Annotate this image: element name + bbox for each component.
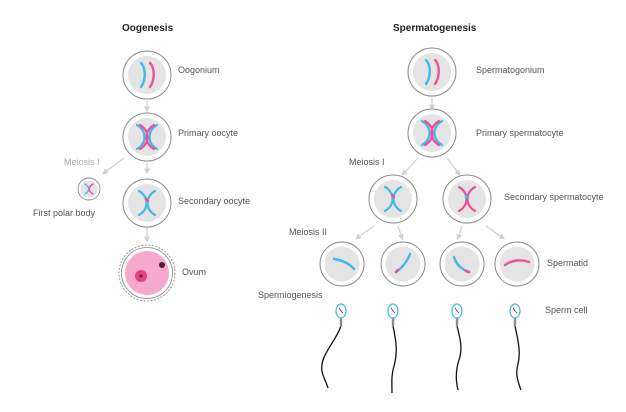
oogenesis-title: Oogenesis xyxy=(122,23,174,34)
spermatid-4-cell xyxy=(494,241,540,287)
arrow-primary-to-secondary-right xyxy=(446,157,461,176)
first-polar-body-cell xyxy=(77,177,101,201)
spermatogonium-cell xyxy=(407,47,457,97)
spermatid-label: Spermatid xyxy=(547,258,589,268)
spermatogenesis-meiosis-i-label: Meiosis I xyxy=(349,157,385,167)
spermatid-2-cell xyxy=(380,241,426,287)
sperm-cell-3 xyxy=(451,303,463,391)
spermatid-3-cell xyxy=(439,241,485,287)
chromosome-blue xyxy=(139,61,146,89)
secondary-oocyte-label: Secondary oocyte xyxy=(178,196,251,206)
spermiogenesis-label: Spermiogenesis xyxy=(258,290,323,300)
secondary-spermatocyte-right-cell xyxy=(442,174,492,224)
arrow-primary-to-secondary-left xyxy=(401,157,419,176)
sperm-cell-4 xyxy=(509,303,522,391)
primary-spermatocyte-label: Primary spermatocyte xyxy=(476,128,564,138)
sperm-cell-2 xyxy=(387,303,399,394)
chromosome-pink xyxy=(148,61,155,89)
arrow-secondary-left-to-spermatid-2 xyxy=(397,225,404,241)
primary-spermatocyte-cell xyxy=(407,108,457,158)
polar-body xyxy=(159,262,165,268)
sperm-cell-1 xyxy=(321,303,347,389)
first-polar-body-label: First polar body xyxy=(33,208,96,218)
spermatogonium-label: Spermatogonium xyxy=(476,65,545,75)
oogenesis-meiosis-i-label: Meiosis I xyxy=(64,157,100,167)
ovum-cytoplasm xyxy=(125,251,169,295)
ovum-label: Ovum xyxy=(182,267,207,277)
spermatid-1-cell xyxy=(319,241,365,287)
meiosis-ii-label: Meiosis II xyxy=(289,227,328,237)
ovum-cell xyxy=(118,244,176,302)
oogonium-cell xyxy=(122,50,172,100)
secondary-spermatocyte-label: Secondary spermatocyte xyxy=(504,192,604,202)
oogonium-label: Oogonium xyxy=(178,65,220,75)
secondary-spermatocyte-left-cell xyxy=(368,174,418,224)
arrow-secondary-right-to-spermatid-3 xyxy=(456,225,463,241)
secondary-oocyte-cell xyxy=(122,178,172,228)
arrow-secondary-left-to-spermatid-1 xyxy=(355,225,375,240)
arrow-primary-to-polar-body xyxy=(102,157,125,175)
primary-oocyte-cell xyxy=(122,112,172,162)
spermatogenesis-title: Spermatogenesis xyxy=(393,23,477,34)
arrow-secondary-right-to-spermatid-4 xyxy=(485,225,505,240)
sperm-cell-label: Sperm cell xyxy=(545,305,588,315)
primary-oocyte-label: Primary oocyte xyxy=(178,128,239,138)
arrows xyxy=(102,97,505,243)
